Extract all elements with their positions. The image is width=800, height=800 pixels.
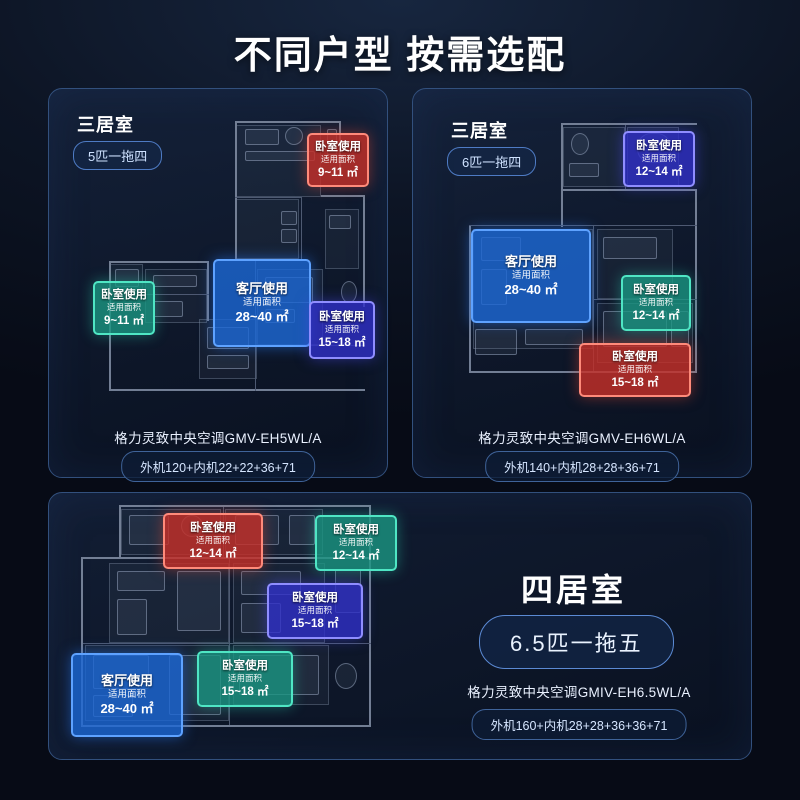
room-name: 卧室使用	[636, 140, 682, 153]
room-name: 卧室使用	[319, 311, 365, 324]
room-sub: 适用面积	[107, 688, 146, 700]
panel-b-model: 格力灵致中央空调GMV-EH6WL/A	[478, 431, 686, 446]
page-title: 不同户型 按需选配	[233, 35, 567, 77]
room-area: 15~18 ㎡	[221, 685, 269, 698]
panel-c-spec-pill: 外机160+内机28+28+36+36+71	[471, 709, 687, 740]
room-highlight[interactable]: 卧室使用 适用面积 15~18 ㎡	[579, 343, 691, 397]
room-name: 卧室使用	[101, 289, 147, 302]
room-sub: 适用面积	[320, 154, 355, 165]
room-area: 9~11 ㎡	[104, 314, 144, 327]
plan-card-three-bedroom-6hp: 三居室 6匹一拖四	[412, 88, 752, 482]
room-highlight[interactable]: 卧室使用 适用面积 12~14 ㎡	[621, 275, 691, 331]
room-sub: 适用面积	[638, 297, 673, 308]
room-area: 15~18 ㎡	[611, 376, 659, 389]
panel-c-model: 格力灵致中央空调GMIV-EH6.5WL/A	[467, 685, 691, 700]
plan-card-three-bedroom-5hp: 三居室 5匹一拖四	[48, 88, 388, 482]
panel-a-heading: 三居室	[77, 115, 134, 135]
room-sub: 适用面积	[511, 269, 550, 281]
room-name: 客厅使用	[235, 280, 288, 296]
room-area: 9~11 ㎡	[318, 166, 358, 179]
room-highlight[interactable]: 卧室使用 适用面积 12~14 ㎡	[623, 131, 695, 187]
panel-b-heading: 三居室	[451, 121, 508, 141]
panel-a-capacity-pill: 5匹一拖四	[73, 141, 163, 170]
room-sub: 适用面积	[227, 673, 262, 684]
room-sub: 适用面积	[617, 364, 652, 375]
room-name: 卧室使用	[333, 524, 379, 537]
plan-card-four-bedroom: 卧室使用 适用面积 12~14 ㎡ 卧室使用 适用面积 12~14 ㎡ 卧室使用…	[48, 492, 752, 760]
panel-a-spec-pill: 外机120+内机22+22+36+71	[121, 451, 315, 482]
room-area: 28~40 ㎡	[235, 309, 289, 325]
room-sub: 适用面积	[324, 324, 359, 335]
room-highlight[interactable]: 卧室使用 适用面积 12~14 ㎡	[315, 515, 397, 571]
room-area: 15~18 ㎡	[291, 617, 339, 630]
room-highlight[interactable]: 卧室使用 适用面积 15~18 ㎡	[309, 301, 375, 359]
room-name: 卧室使用	[612, 351, 658, 364]
panel-c-heading: 四居室	[521, 572, 627, 608]
room-highlight[interactable]: 卧室使用 适用面积 15~18 ㎡	[267, 583, 363, 639]
panel-a-model: 格力灵致中央空调GMV-EH5WL/A	[114, 431, 322, 446]
panel-b-spec-pill: 外机140+内机28+28+36+71	[485, 451, 679, 482]
panel-c-capacity-pill: 6.5匹一拖五	[479, 615, 674, 669]
room-area: 15~18 ㎡	[318, 336, 366, 349]
room-area: 12~14 ㎡	[632, 309, 680, 322]
room-name: 客厅使用	[100, 672, 153, 688]
room-sub: 适用面积	[242, 296, 281, 308]
panel-b-capacity-pill: 6匹一拖四	[447, 147, 537, 176]
room-highlight[interactable]: 卧室使用 适用面积 9~11 ㎡	[93, 281, 155, 335]
room-highlight[interactable]: 卧室使用 适用面积 9~11 ㎡	[307, 133, 369, 187]
room-name: 客厅使用	[504, 253, 557, 269]
room-highlight[interactable]: 卧室使用 适用面积 12~14 ㎡	[163, 513, 263, 569]
room-highlight[interactable]: 卧室使用 适用面积 15~18 ㎡	[197, 651, 293, 707]
room-area: 12~14 ㎡	[332, 549, 380, 562]
room-area: 28~40 ㎡	[504, 282, 558, 298]
room-name: 卧室使用	[222, 660, 268, 673]
room-sub: 适用面积	[195, 535, 230, 546]
room-area: 28~40 ㎡	[100, 701, 154, 717]
room-sub: 适用面积	[641, 153, 676, 164]
room-highlight[interactable]: 客厅使用 适用面积 28~40 ㎡	[213, 259, 311, 347]
room-name: 卧室使用	[292, 592, 338, 605]
room-name: 卧室使用	[315, 141, 361, 154]
room-area: 12~14 ㎡	[635, 165, 683, 178]
room-area: 12~14 ㎡	[189, 547, 237, 560]
room-name: 卧室使用	[633, 284, 679, 297]
room-name: 卧室使用	[190, 522, 236, 535]
room-sub: 适用面积	[106, 302, 141, 313]
room-highlight[interactable]: 客厅使用 适用面积 28~40 ㎡	[71, 653, 183, 737]
room-sub: 适用面积	[338, 537, 373, 548]
room-highlight[interactable]: 客厅使用 适用面积 28~40 ㎡	[471, 229, 591, 323]
room-sub: 适用面积	[297, 605, 332, 616]
